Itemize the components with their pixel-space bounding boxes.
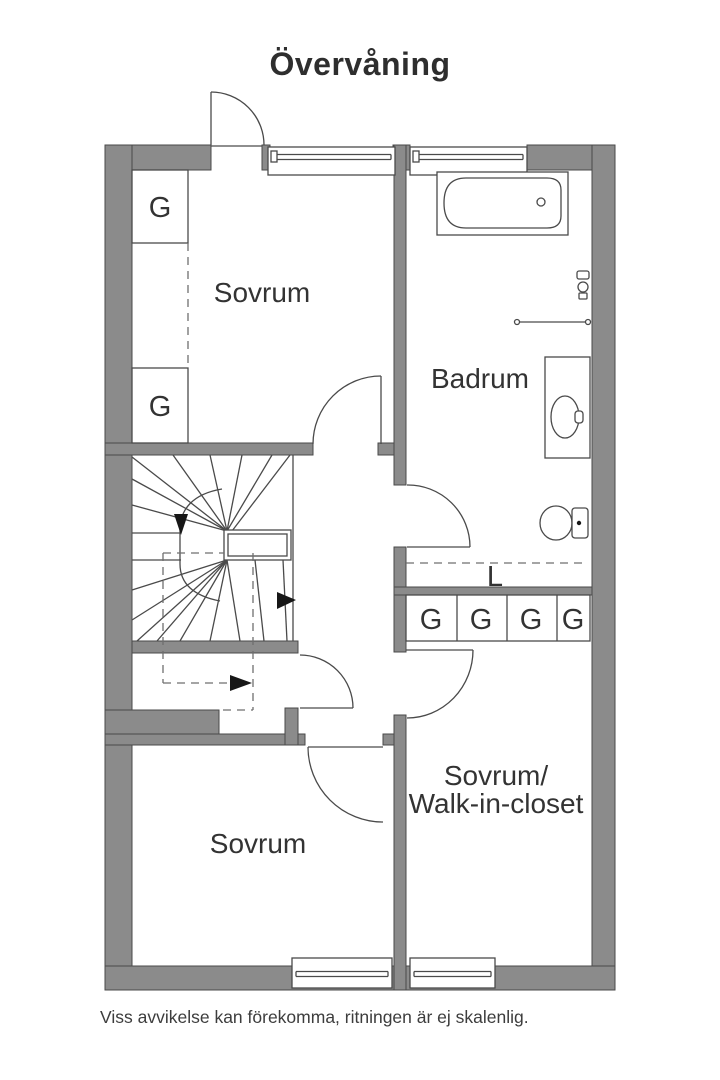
wardrobe-cabinets — [131, 169, 189, 444]
stair-down-arrow — [174, 514, 188, 535]
closet-label: G — [149, 192, 172, 224]
door — [406, 649, 474, 719]
staircase — [131, 454, 296, 711]
sink — [544, 356, 591, 459]
hatch-label: L — [487, 561, 503, 593]
headroom-dashed-line — [162, 552, 254, 711]
door — [312, 375, 382, 445]
door — [307, 746, 384, 823]
room-label-bathroom: Badrum — [431, 363, 529, 394]
closet-label: G — [520, 604, 543, 636]
toilet — [539, 505, 589, 541]
window — [291, 957, 393, 989]
window — [267, 146, 396, 176]
door — [210, 91, 265, 146]
closet-label: G — [149, 391, 172, 423]
room-label-walkin-line1: Sovrum/ — [444, 760, 548, 791]
bathtub — [436, 171, 569, 236]
closet-label: G — [562, 604, 585, 636]
door — [406, 484, 471, 548]
room-label-walkin-line2: Walk-in-closet — [409, 788, 584, 819]
understairs-right-arrow — [230, 675, 252, 691]
door — [299, 654, 354, 709]
stair-right-arrow — [277, 592, 296, 609]
wardrobe-row — [405, 594, 591, 642]
closet-label: G — [420, 604, 443, 636]
walls — [104, 144, 616, 991]
window — [409, 957, 496, 989]
shower-fixture — [513, 270, 592, 326]
disclaimer-text: Viss avvikelse kan förekomma, ritningen … — [100, 1007, 529, 1027]
closet-label: G — [470, 604, 493, 636]
room-label-bedroom-bottom: Sovrum — [210, 828, 306, 859]
window — [409, 146, 528, 176]
room-label-bedroom-top: Sovrum — [214, 277, 310, 308]
page-title: Övervåning — [269, 46, 451, 82]
